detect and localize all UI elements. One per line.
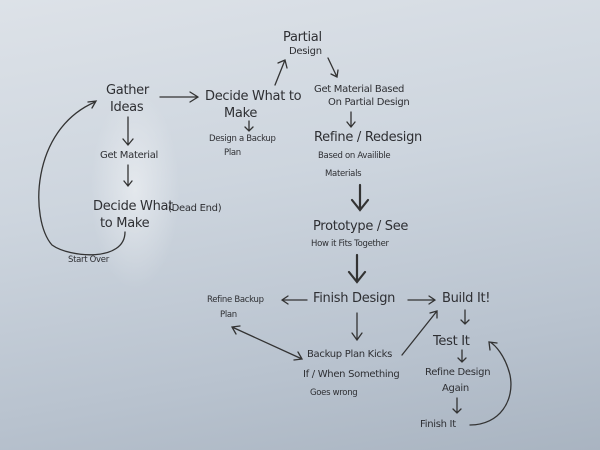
node-gather-ideas-line1: Gather (106, 83, 149, 98)
arrow-finish-to-refinebackup (280, 295, 308, 305)
arrow-getmaterial-to-decide (123, 164, 133, 188)
node-get-material-based-line2: On Partial Design (328, 97, 410, 108)
arrow-finish-loop-to-test (469, 341, 512, 426)
node-refine-backup-line1: Refine Backup (207, 295, 264, 305)
node-get-material-based-line1: Get Material Based (314, 84, 405, 95)
node-design-backup-line1: Design a Backup (209, 134, 276, 144)
node-backup-kicks-line3: Goes wrong (310, 388, 358, 398)
node-decide-dead-line1: Decide What (93, 199, 174, 214)
node-finish-design: Finish Design (313, 291, 396, 306)
arrow-gather-to-getmaterial (122, 116, 134, 147)
node-prototype-line2: How it Fits Together (311, 239, 389, 249)
node-refine-again-line2: Again (442, 383, 469, 394)
node-decide-top-line1: Decide What to (205, 89, 302, 104)
arrow-prototype-to-finish (347, 253, 367, 284)
arrow-finish-to-build (407, 295, 437, 305)
node-refine-backup-line2: Plan (220, 310, 237, 320)
arrow-finish-to-backupkicks (351, 312, 363, 342)
arrow-backupkicks-to-build (401, 310, 438, 356)
node-decide-dead-line2: to Make (100, 216, 150, 231)
node-backup-kicks-line2: If / When Something (303, 369, 400, 380)
node-refine-redesign-line2: Based on Availible (318, 151, 391, 161)
arrow-decide-to-partial (274, 59, 288, 86)
node-partial-design-line2: Design (289, 46, 322, 57)
arrow-start-over-loop (38, 100, 126, 256)
node-refine-redesign-line3: Materials (325, 169, 362, 179)
arrow-getbased-to-refine (346, 111, 356, 129)
arrow-build-to-test (460, 309, 470, 325)
node-refine-redesign-line1: Refine / Redesign (314, 130, 422, 145)
label-start-over: Start Over (68, 255, 109, 265)
node-design-backup-line2: Plan (224, 148, 241, 158)
arrow-refinebackup-backupkicks (230, 325, 304, 361)
node-get-material: Get Material (100, 150, 159, 161)
node-dead-end: (Dead End) (168, 203, 222, 214)
arrow-test-to-refineagain (457, 349, 467, 363)
node-refine-again-line1: Refine Design (425, 367, 491, 378)
node-backup-kicks-line1: Backup Plan Kicks (307, 349, 393, 360)
node-partial-design-line1: Partial (283, 30, 322, 45)
arrow-decide-to-backup (244, 120, 254, 132)
node-test-it: Test It (433, 334, 470, 349)
node-decide-top-line2: Make (224, 106, 258, 121)
node-finish-it: Finish It (420, 419, 456, 430)
arrow-partial-to-getmaterial (327, 57, 339, 78)
node-gather-ideas-line2: Ideas (110, 100, 144, 115)
arrow-refine-to-prototype (350, 183, 370, 212)
whiteboard-glare (90, 90, 180, 290)
node-prototype-line1: Prototype / See (313, 219, 409, 234)
arrow-gather-to-decide (159, 91, 200, 103)
node-build-it: Build It! (442, 291, 491, 306)
arrow-refineagain-to-finish (452, 397, 462, 414)
